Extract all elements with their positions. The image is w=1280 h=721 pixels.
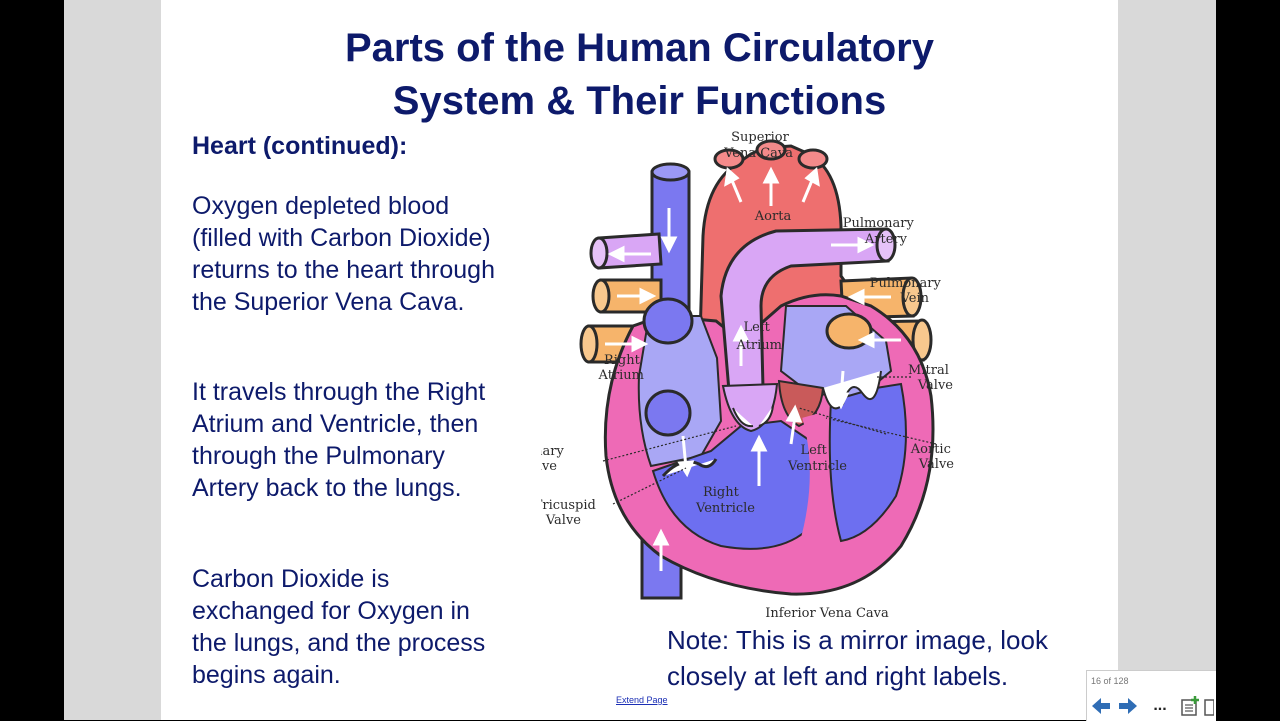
aorta-branch <box>713 148 745 170</box>
paragraph-line: through the Pulmonary <box>192 442 445 470</box>
paragraph-pulmonary-route: It travels through the Right Atrium and … <box>192 376 485 504</box>
note-line: closely at left and right labels. <box>667 661 1009 691</box>
superior-vena-cava-opening <box>650 162 691 182</box>
label-aorta: Aorta <box>754 209 792 224</box>
slide-navigator: 16 of 128 ... <box>1086 670 1216 721</box>
label-left-atrium: Left Atrium <box>736 320 782 353</box>
superior-vena-cava-entry <box>642 297 694 345</box>
mirror-image-note: Note: This is a mirror image, look close… <box>667 622 1048 694</box>
paragraph-line: Oxygen depleted blood <box>192 192 450 220</box>
slide-title-line1: Parts of the Human Circulatory <box>344 26 934 70</box>
slide-title-line2: System & Their Functions <box>392 79 887 123</box>
vessel-opening <box>901 276 923 318</box>
aorta-branch <box>755 139 787 161</box>
next-arrow-icon[interactable] <box>1117 695 1139 717</box>
vessel-opening <box>579 324 599 364</box>
slide-title: Parts of the Human Circulatory System & … <box>161 22 1118 128</box>
label-tricuspid-valve: Tricuspid Valve <box>541 498 600 528</box>
page-sorter-icon[interactable] <box>1204 695 1214 717</box>
pulmonary-valve-shape <box>721 382 779 433</box>
paragraph-line: Atrium and Ventricle, then <box>192 410 479 438</box>
paragraph-line: returns to the heart through <box>192 256 495 284</box>
add-page-icon[interactable] <box>1179 695 1201 717</box>
more-options-button[interactable]: ... <box>1153 697 1167 714</box>
previous-arrow-icon[interactable] <box>1090 695 1112 717</box>
vessel-opening <box>911 318 933 362</box>
paragraph-line: the lungs, and the process <box>192 629 486 657</box>
note-line: Note: This is a mirror image, look <box>667 625 1048 655</box>
label-pulmonary-artery: Pulmonary Artery <box>843 216 918 247</box>
paragraph-line: begins again. <box>192 661 341 689</box>
label-left-ventricle: Left Ventricle <box>787 443 847 474</box>
septum <box>799 414 824 548</box>
paragraph-line: Carbon Dioxide is <box>192 565 390 593</box>
leader-lines <box>602 376 937 505</box>
label-pulmonary-valve: Pulmonary Valve <box>541 444 568 474</box>
label-right-atrium: Right Atrium <box>598 353 644 383</box>
heart-diagram: Superior Vena Cava Aorta Pulmonary Arter… <box>541 130 955 621</box>
paragraph-gas-exchange: Carbon Dioxide is exchanged for Oxygen i… <box>192 563 485 691</box>
paragraph-superior-vena-cava: Oxygen depleted blood (filled with Carbo… <box>192 190 495 318</box>
flow-arrows <box>605 166 901 571</box>
extend-page-link[interactable]: Extend Page <box>616 695 668 705</box>
label-pulmonary-vein: Pulmonary Vein <box>870 276 945 306</box>
right-gutter <box>1118 0 1216 720</box>
label-mitral-valve: Mitral Valve <box>908 363 953 393</box>
inferior-vena-cava-entry <box>644 389 692 437</box>
paragraph-line: It travels through the Right <box>192 378 486 406</box>
paragraph-line: (filled with Carbon Dioxide) <box>192 224 491 252</box>
pulmonary-artery-opening <box>875 227 897 263</box>
slide: Parts of the Human Circulatory System & … <box>161 0 1118 720</box>
label-aortic-valve: Aortic Valve <box>910 442 955 472</box>
page-indicator: 16 of 128 <box>1091 676 1129 686</box>
vessel-opening <box>591 278 611 314</box>
vessel-opening <box>589 236 609 270</box>
subheading: Heart (continued): <box>192 132 408 160</box>
left-gutter <box>64 0 161 720</box>
paragraph-line: Artery back to the lungs. <box>192 474 462 502</box>
label-right-ventricle: Right Ventricle <box>695 485 755 516</box>
paragraph-line: the Superior Vena Cava. <box>192 288 465 316</box>
valve-flap <box>732 405 774 428</box>
paragraph-line: exchanged for Oxygen in <box>192 597 470 625</box>
aorta-branch <box>797 148 829 170</box>
label-inferior-vena-cava: Inferior Vena Cava <box>765 606 889 621</box>
label-superior-vena-cava: Superior Vena Cava <box>723 130 793 161</box>
